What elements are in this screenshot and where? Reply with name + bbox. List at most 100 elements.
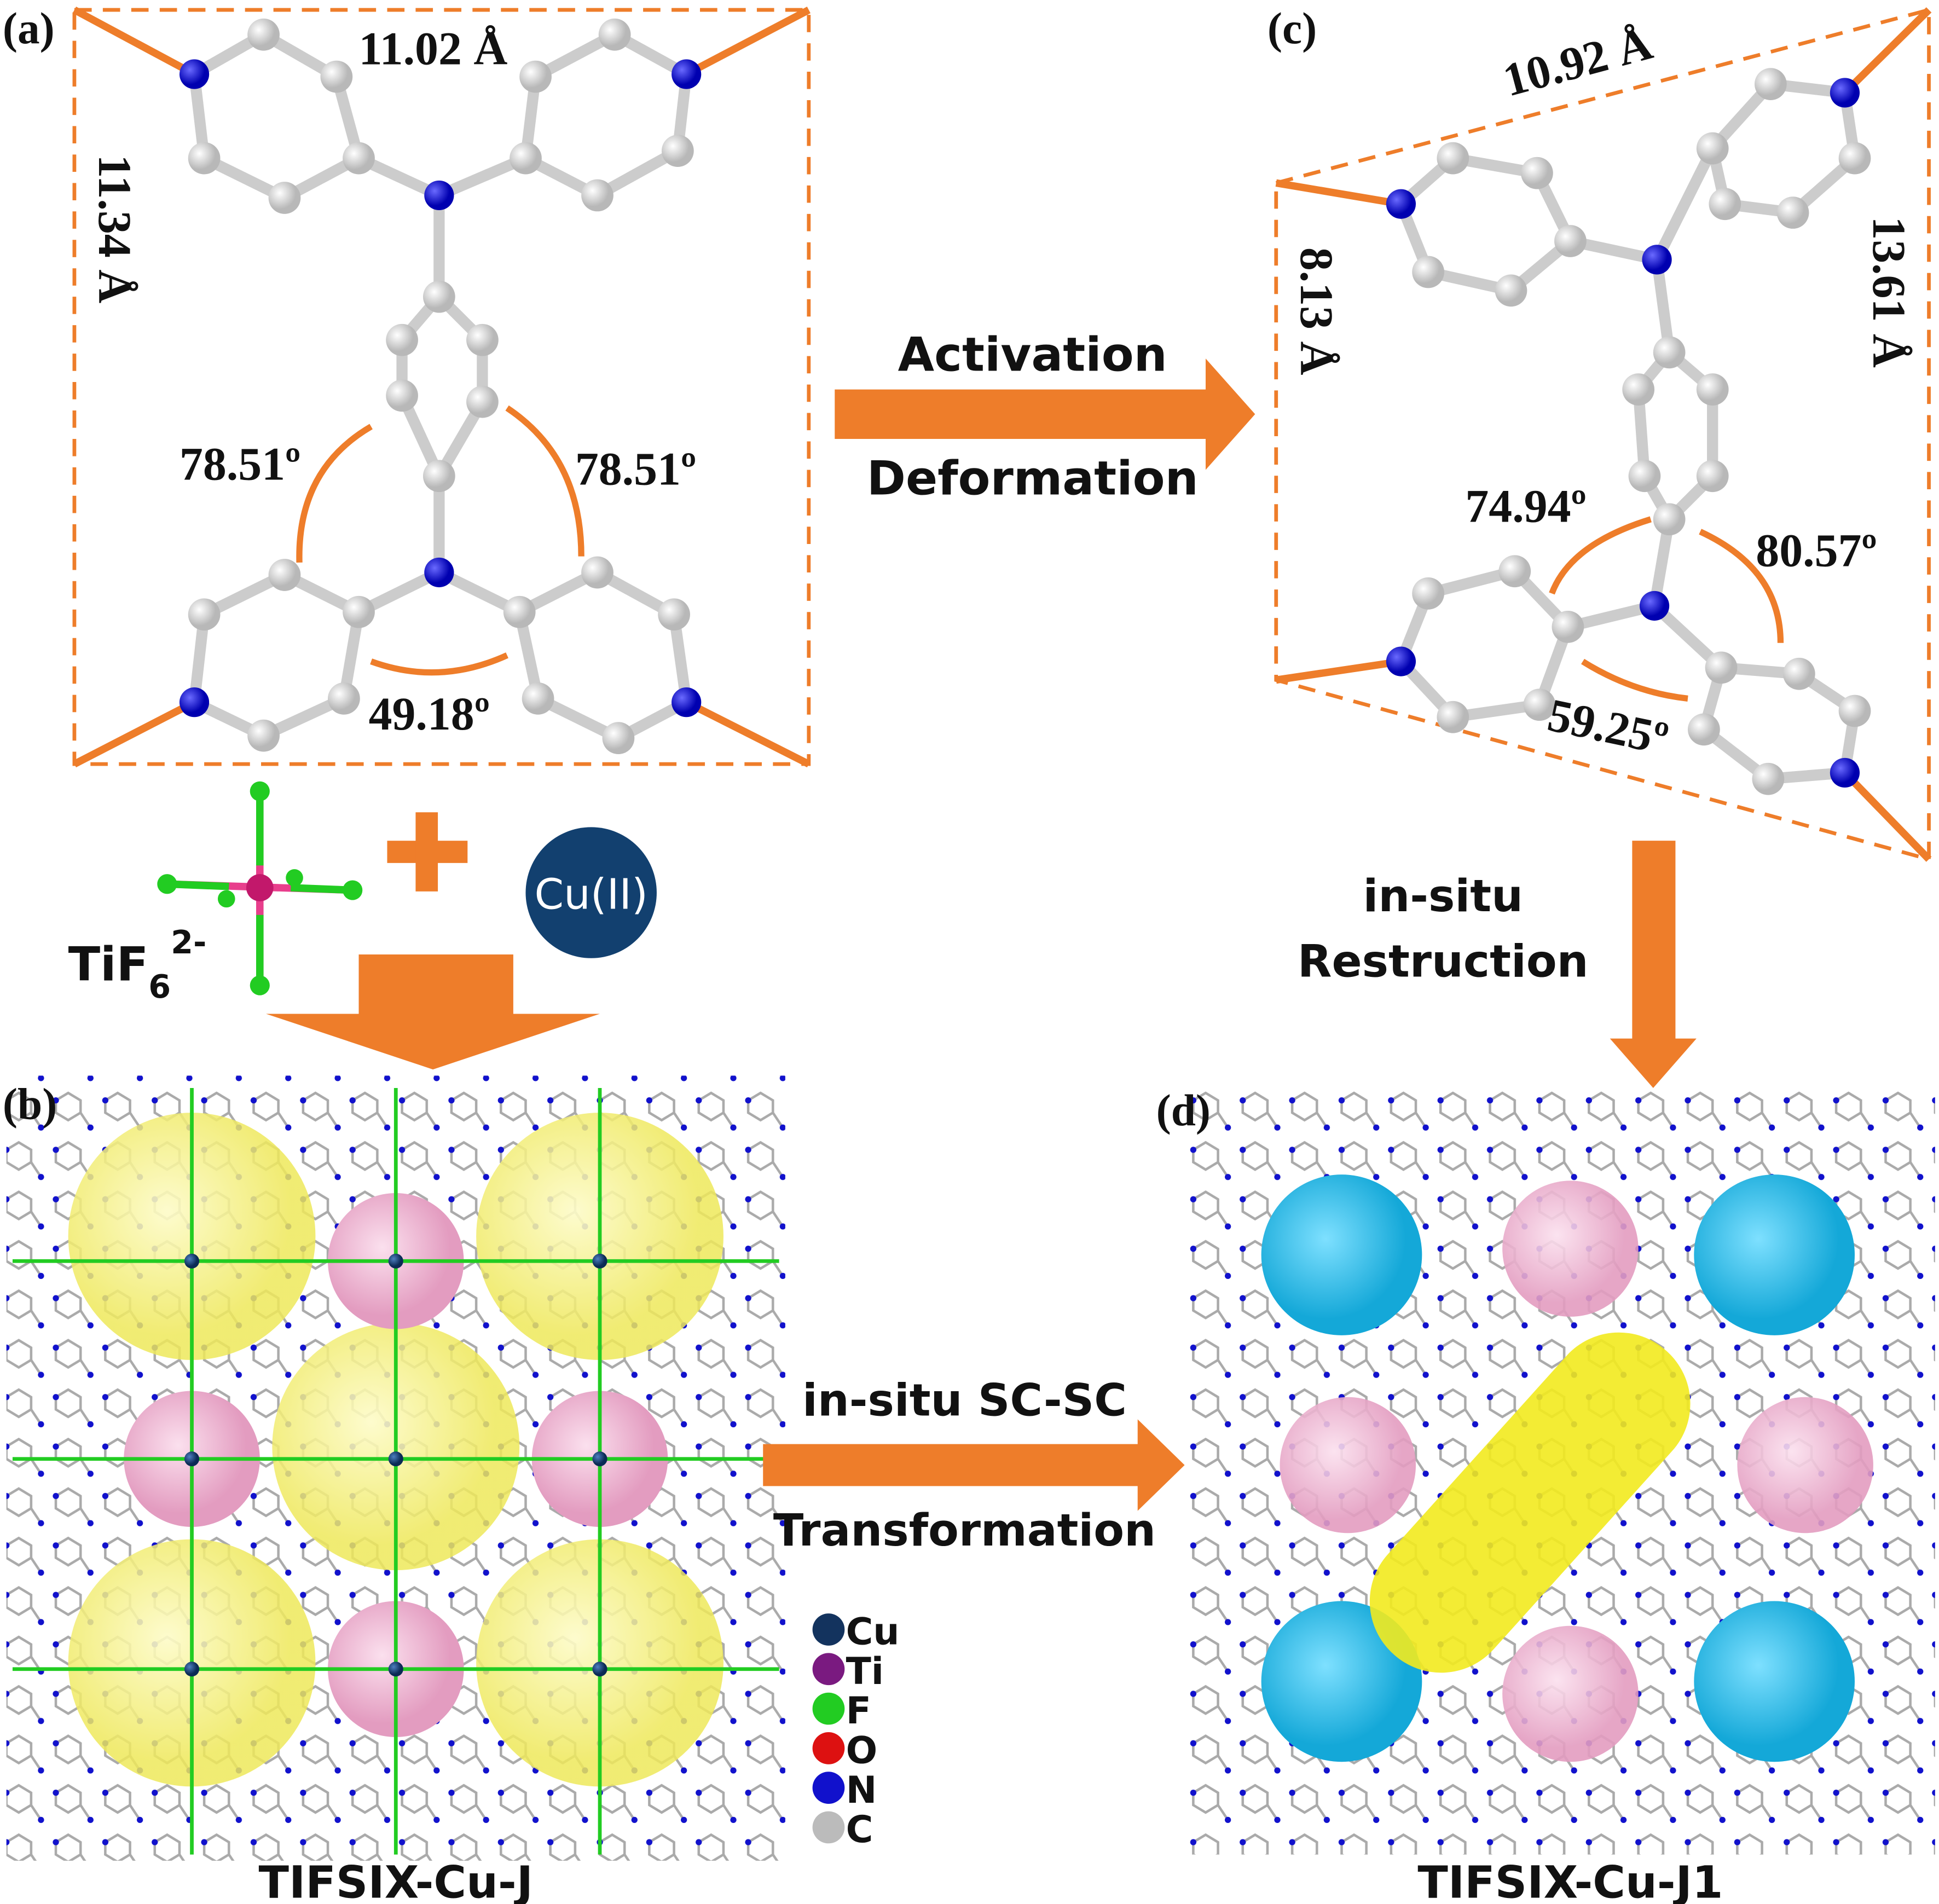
angle-right-c: 80.57º: [1756, 525, 1877, 577]
arrow-restruction: in-situ Restruction: [1298, 841, 1697, 1088]
legend-swatch-f: [812, 1692, 845, 1725]
pink-cage: [1502, 1625, 1639, 1762]
carbon-atom: [503, 595, 536, 628]
carbon-atom: [1498, 555, 1531, 588]
nitrogen-atom: [1830, 757, 1860, 788]
angle-arrows-c: [1549, 516, 1784, 702]
legend-swatch-c: [812, 1811, 845, 1844]
angle-bottom-c: 59.25º: [1543, 689, 1672, 765]
carbon-atom: [466, 323, 499, 356]
tif6-label: TiF62-: [68, 923, 207, 1005]
angle-arrows-a: [296, 405, 584, 676]
carbon-atom: [386, 323, 418, 356]
nitrogen-atom: [179, 687, 210, 717]
pink-cage: [1502, 1180, 1639, 1317]
cu-node: [592, 1451, 607, 1467]
activation-label: Activation: [898, 328, 1167, 383]
carbon-atom: [328, 682, 360, 715]
cages-d: [1261, 1174, 1873, 1762]
carbon-atom: [1776, 196, 1809, 229]
carbon-atom: [1782, 657, 1815, 690]
carbon-atom: [1412, 577, 1444, 610]
caption-b: TIFSIX-Cu-J: [259, 1857, 533, 1904]
cu-node: [184, 1253, 200, 1269]
cyan-cage: [1261, 1601, 1422, 1762]
down-arrow-synthesis: [266, 954, 600, 1070]
legend-swatch-cu: [812, 1613, 845, 1646]
cu-node: [184, 1451, 200, 1467]
cyan-cage: [1694, 1601, 1855, 1762]
sc-sc-label: in-situ SC-SC: [802, 1375, 1127, 1427]
carbon-atom: [422, 460, 455, 493]
carbon-atom: [1755, 68, 1787, 100]
plus-icon: [387, 812, 468, 892]
nitrogen-atom: [424, 180, 454, 211]
nitrogen-atom: [1830, 78, 1860, 108]
carbon-atom: [602, 722, 635, 755]
panel-b: (b) TIFSIX-Cu-J: [3, 1075, 785, 1904]
nitrogen-atom: [179, 59, 210, 89]
panel-d-label: (d): [1156, 1086, 1211, 1135]
coordination-bond: [1275, 179, 1402, 208]
pink-cage: [1737, 1397, 1873, 1533]
coordination-bond: [1842, 770, 1932, 862]
cu-node: [388, 1662, 403, 1677]
cages-b: [12, 1088, 779, 1855]
carbon-atom: [661, 135, 694, 167]
dimension-height: 11.34 Å: [89, 154, 141, 303]
carbon-atom: [1696, 373, 1729, 406]
arrow-activation: Activation Deformation: [835, 328, 1255, 506]
legend-label-ti: Ti: [846, 1650, 884, 1693]
nitrogen-atom: [1386, 646, 1416, 676]
legend-label-c: C: [846, 1808, 873, 1851]
angle-right: 78.51º: [575, 443, 696, 495]
carbon-atom: [343, 595, 375, 628]
panel-d: (d) TIFSIX-Cu-J1: [1156, 1086, 1935, 1904]
carbon-atom: [1628, 460, 1661, 493]
in-situ-label: in-situ: [1363, 871, 1523, 922]
coordination-bond: [685, 7, 811, 78]
carbon-atom: [522, 682, 554, 715]
legend-swatch-o: [812, 1732, 845, 1764]
coordination-bond: [1842, 7, 1932, 96]
tif6-octahedron: [157, 781, 363, 996]
panel-a-box: [72, 8, 811, 766]
coordination-bond: [72, 699, 196, 768]
reagents: TiF62- Cu(II): [68, 781, 657, 1070]
carbon-atom: [581, 179, 613, 212]
carbon-atom: [1622, 373, 1655, 406]
nitrogen-atom: [1642, 245, 1672, 275]
coordination-bond: [685, 699, 811, 768]
nitrogen-atom: [424, 557, 454, 588]
carbon-atom: [247, 18, 280, 51]
panel-a: (a) 11.02 Å 11.34 Å 78.51º 78.51º 49.18º: [3, 4, 811, 768]
legend-label-o: O: [846, 1728, 878, 1772]
nitrogen-atom: [1386, 189, 1416, 219]
legend-label-n: N: [846, 1768, 877, 1812]
dimension-left: 8.13 Å: [1290, 247, 1342, 375]
carbon-atom: [268, 559, 301, 591]
caption-d: TIFSIX-Cu-J1: [1417, 1857, 1723, 1904]
carbon-atom: [1688, 713, 1720, 746]
cu-ion-label: Cu(II): [534, 870, 648, 919]
nitrogen-atom: [672, 59, 702, 89]
dimension-right: 13.61 Å: [1863, 216, 1915, 368]
arrow-transformation: in-situ SC-SC Transformation: [763, 1375, 1185, 1556]
carbon-atom: [1838, 695, 1871, 727]
carbon-atom: [343, 142, 375, 175]
coordination-bond: [1275, 657, 1402, 684]
carbon-atom: [386, 379, 418, 412]
legend-label-f: F: [846, 1689, 871, 1732]
panel-c-box: [1274, 7, 1931, 862]
carbon-atom: [519, 60, 552, 93]
carbon-atom: [422, 280, 455, 313]
yellow-channel: [1369, 1332, 1691, 1673]
carbon-atom: [1838, 142, 1871, 175]
panel-c-label: (c): [1267, 4, 1317, 53]
carbon-atom: [581, 556, 613, 589]
cu-node: [592, 1253, 607, 1269]
legend-label-cu: Cu: [846, 1610, 900, 1653]
carbon-atom: [1437, 142, 1469, 175]
